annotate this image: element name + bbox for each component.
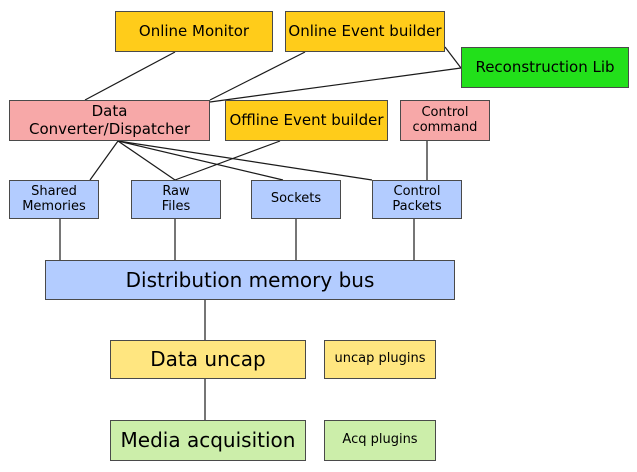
uncap-plugins-box: uncap plugins [324,340,436,379]
data-uncap-box: Data uncap [110,340,306,379]
edge-converter-to-raw-files [117,140,176,181]
media-acquisition-box: Media acquisition [110,420,306,461]
edge-converter-to-sockets [117,140,284,181]
reconstruction-lib-box: Reconstruction Lib [461,47,629,88]
edge-reconstruction-to-converter [209,67,462,103]
shared-memories-box: Shared Memories [9,180,99,219]
sockets-box: Sockets [251,180,341,219]
control-command-box: Control command [400,100,490,141]
online-event-builder-box: Online Event builder [285,11,445,52]
control-packets-box: Control Packets [372,180,462,219]
edge-online-event-builder-to-converter [209,51,306,101]
edge-converter-to-shared-memories [89,140,119,181]
edge-converter-to-control-packets [117,140,373,181]
distribution-memory-bus-box: Distribution memory bus [45,260,455,300]
edge-online-event-builder-to-reconstruction [444,46,462,69]
edge-online-monitor-to-converter [84,51,176,101]
offline-event-builder-box: Offline Event builder [225,100,388,141]
edge-offline-event-builder-to-raw-files [174,140,281,181]
data-converter-dispatcher-box: Data Converter/Dispatcher [9,100,210,141]
online-monitor-box: Online Monitor [115,11,273,52]
raw-files-box: Raw Files [131,180,221,219]
acq-plugins-box: Acq plugins [324,420,436,461]
